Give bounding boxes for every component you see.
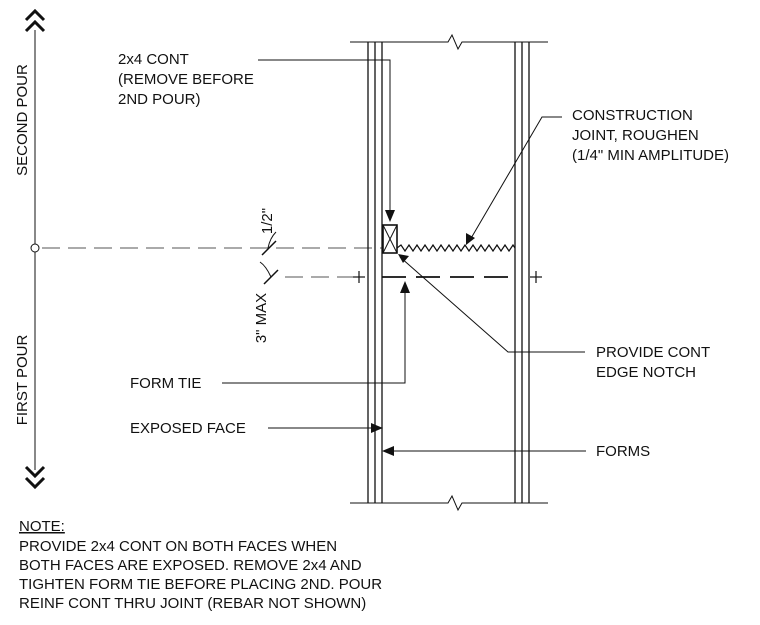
pour-axis: SECOND POUR FIRST POUR	[14, 8, 46, 490]
second-pour-label: SECOND POUR	[14, 64, 31, 176]
right-tie-end-icon	[530, 271, 542, 283]
right-form	[514, 42, 530, 503]
callout-edge-notch: PROVIDE CONT EDGE NOTCH	[398, 254, 710, 381]
half-inch-label: 1/2"	[259, 208, 276, 234]
left-form	[367, 42, 383, 503]
callout-form-tie: FORM TIE	[130, 281, 410, 392]
left-tie-end-icon	[353, 271, 365, 283]
callout-joint-line-2: JOINT, ROUGHEN	[572, 127, 699, 144]
up-chevron-icon	[24, 8, 46, 33]
note-line-3: TIGHTEN FORM TIE BEFORE PLACING 2ND. POU…	[19, 576, 382, 593]
first-pour-label: FIRST POUR	[14, 335, 31, 426]
note-block: NOTE: PROVIDE 2x4 CONT ON BOTH FACES WHE…	[19, 518, 382, 612]
roughened-joint-line	[396, 243, 516, 253]
callout-2x4-line-3: 2ND POUR)	[118, 91, 201, 108]
form-tie-label: FORM TIE	[130, 375, 201, 392]
callout-notch-line-2: EDGE NOTCH	[596, 364, 696, 381]
bottom-break-line	[350, 494, 548, 512]
forms-label: FORMS	[596, 443, 650, 460]
exposed-face-label: EXPOSED FACE	[130, 420, 246, 437]
down-chevron-icon	[24, 465, 46, 490]
axis-origin-marker	[30, 243, 40, 253]
callout-joint-line-3: (1/4" MIN AMPLITUDE)	[572, 147, 729, 164]
callout-exposed-face: EXPOSED FACE	[130, 420, 383, 437]
callout-construction-joint: CONSTRUCTION JOINT, ROUGHEN (1/4" MIN AM…	[466, 107, 729, 245]
2x4-board	[382, 224, 398, 254]
note-line-4: REINF CONT THRU JOINT (REBAR NOT SHOWN)	[19, 595, 366, 612]
callout-joint-line-1: CONSTRUCTION	[572, 107, 693, 124]
note-line-2: BOTH FACES ARE EXPOSED. REMOVE 2x4 AND	[19, 557, 362, 574]
arrowhead-icon	[398, 254, 409, 263]
half-inch-dimension: 1/2"	[259, 208, 277, 256]
note-line-1: PROVIDE 2x4 CONT ON BOTH FACES WHEN	[19, 538, 337, 555]
top-break-line	[350, 33, 548, 51]
arrowhead-icon	[466, 233, 475, 245]
callout-2x4-line-1: 2x4 CONT	[118, 51, 189, 68]
callout-2x4-line-2: (REMOVE BEFORE	[118, 71, 254, 88]
three-inch-max-dimension: 3" MAX	[253, 261, 279, 343]
arrowhead-icon	[400, 281, 410, 293]
arrowhead-icon	[382, 446, 394, 456]
callout-notch-line-1: PROVIDE CONT	[596, 344, 710, 361]
three-inch-max-label: 3" MAX	[253, 293, 270, 343]
note-heading: NOTE:	[19, 518, 65, 535]
callout-forms: FORMS	[382, 443, 650, 460]
arrowhead-icon	[385, 210, 395, 222]
arrowhead-icon	[371, 423, 383, 433]
callout-2x4: 2x4 CONT (REMOVE BEFORE 2ND POUR)	[118, 51, 395, 222]
